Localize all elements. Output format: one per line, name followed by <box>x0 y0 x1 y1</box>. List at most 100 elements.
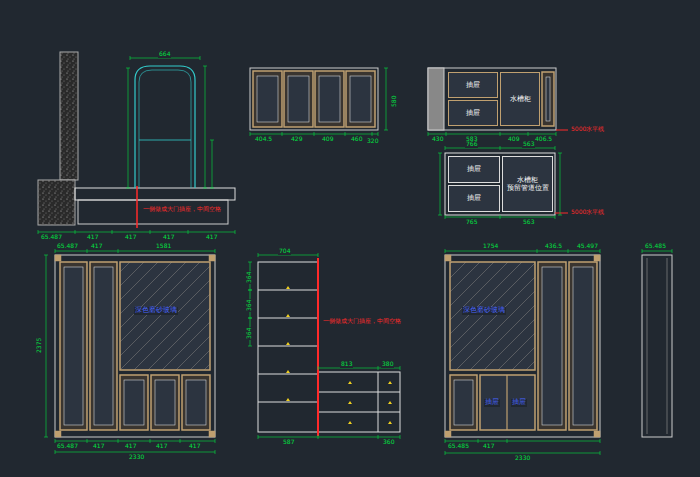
dimension-line <box>258 255 318 256</box>
dimension-tick <box>478 439 479 443</box>
dimension-tick <box>130 56 131 60</box>
shelf <box>258 346 318 347</box>
dimension-line <box>258 437 400 438</box>
dimension-tick <box>318 435 319 439</box>
door-panel <box>454 380 473 425</box>
dimension-tick <box>215 439 216 443</box>
dimension-tick <box>500 215 501 219</box>
dimension-text: 417 <box>482 443 495 450</box>
dimension-tick <box>75 230 76 234</box>
door-frame <box>120 375 148 430</box>
door-panel <box>546 77 550 121</box>
cabinet-label: 预留管道位置 <box>507 184 549 192</box>
dimension-tick <box>126 188 130 189</box>
dimension-tick <box>555 146 556 150</box>
shelf-pin <box>286 370 290 373</box>
dimension-tick <box>500 146 501 150</box>
dimension-text: 1581 <box>155 243 172 250</box>
dimension-text: 65.485 <box>447 443 470 450</box>
dimension-text: 2375 <box>36 337 43 354</box>
dimension-tick <box>672 249 673 253</box>
drawer-front: 水槽柜 <box>500 72 540 126</box>
door-panel <box>319 76 340 122</box>
dimension-tick <box>378 435 379 439</box>
dimension-text: 436.5 <box>544 243 563 250</box>
dimension-line <box>55 441 215 442</box>
door-panel <box>573 267 593 425</box>
dimension-tick <box>372 132 373 136</box>
cabinet-label: 抽屉 <box>467 194 481 202</box>
dimension-text: 563 <box>522 141 535 148</box>
material-note: 深色磨砂玻璃 <box>134 307 178 315</box>
dimension-tick <box>150 230 151 234</box>
dimension-line <box>55 452 215 453</box>
cabinet-label: 抽屉 <box>466 109 480 117</box>
dimension-line <box>560 153 561 215</box>
dimension-line <box>205 66 206 188</box>
dimension-text: 417 <box>155 443 168 450</box>
dimension-tick <box>248 318 252 319</box>
door-panel <box>288 76 309 122</box>
dimension-line <box>445 441 600 442</box>
drawer-front: 抽屉 <box>448 72 498 98</box>
note: 一侧做成大门插座，中间空格 <box>142 206 222 213</box>
dimension-text: 417 <box>86 234 99 241</box>
granite-base <box>38 180 75 225</box>
corner-block <box>209 431 215 437</box>
dimension-tick <box>438 215 442 216</box>
door-frame <box>346 71 375 127</box>
dimension-tick <box>445 439 446 443</box>
dimension-text: 2330 <box>128 454 145 461</box>
side-elevation <box>642 255 672 437</box>
door-frame <box>253 71 282 127</box>
shelf-pin <box>286 314 290 317</box>
dimension-tick <box>200 56 201 60</box>
shelf <box>258 318 318 319</box>
dimension-text: 2330 <box>514 455 531 462</box>
dimension-tick <box>248 346 252 347</box>
low-cabinet <box>318 372 400 432</box>
shelf-pin <box>286 286 290 289</box>
dimension-tick <box>507 439 508 443</box>
door-frame <box>182 375 210 430</box>
dimension-text: 417 <box>188 443 201 450</box>
shelf <box>258 374 318 375</box>
dimension-tick <box>642 249 643 253</box>
dimension-text: 360 <box>382 439 395 446</box>
dimension-tick <box>250 132 251 136</box>
side-panel <box>428 68 444 130</box>
dimension-tick <box>248 262 252 263</box>
dimension-tick <box>203 188 207 189</box>
dimension-tick <box>314 132 315 136</box>
dimension-text: 380 <box>381 361 394 368</box>
shelf-pin <box>286 398 290 401</box>
note: 5000水平线 <box>570 209 605 216</box>
dimension-tick <box>318 366 319 370</box>
corner-block <box>209 255 215 261</box>
granite-column <box>60 52 78 180</box>
dimension-text: 429 <box>290 136 303 143</box>
shelf <box>258 290 318 291</box>
dimension-text: 65.487 <box>40 234 63 241</box>
shelf-frame <box>135 66 195 188</box>
dimension-text: 45.497 <box>576 243 599 250</box>
level-mark <box>555 213 568 214</box>
door-frame <box>284 71 313 127</box>
dimension-text: 409 <box>507 136 520 143</box>
dimension-tick <box>555 215 556 219</box>
dimension-line <box>445 251 600 252</box>
dimension-tick <box>44 255 48 256</box>
cabinet-body <box>250 68 378 130</box>
dimension-text: 417 <box>205 234 218 241</box>
dimension-tick <box>44 437 48 438</box>
dimension-tick <box>318 253 319 257</box>
door-panel <box>94 267 113 425</box>
door-panel <box>350 76 371 122</box>
dimension-line <box>128 68 129 188</box>
dimension-text: 364 <box>246 299 253 312</box>
dimension-tick <box>345 132 346 136</box>
cabinet-label: 水槽柜 <box>510 95 531 103</box>
door-frame <box>60 262 87 430</box>
door-split <box>506 375 507 430</box>
